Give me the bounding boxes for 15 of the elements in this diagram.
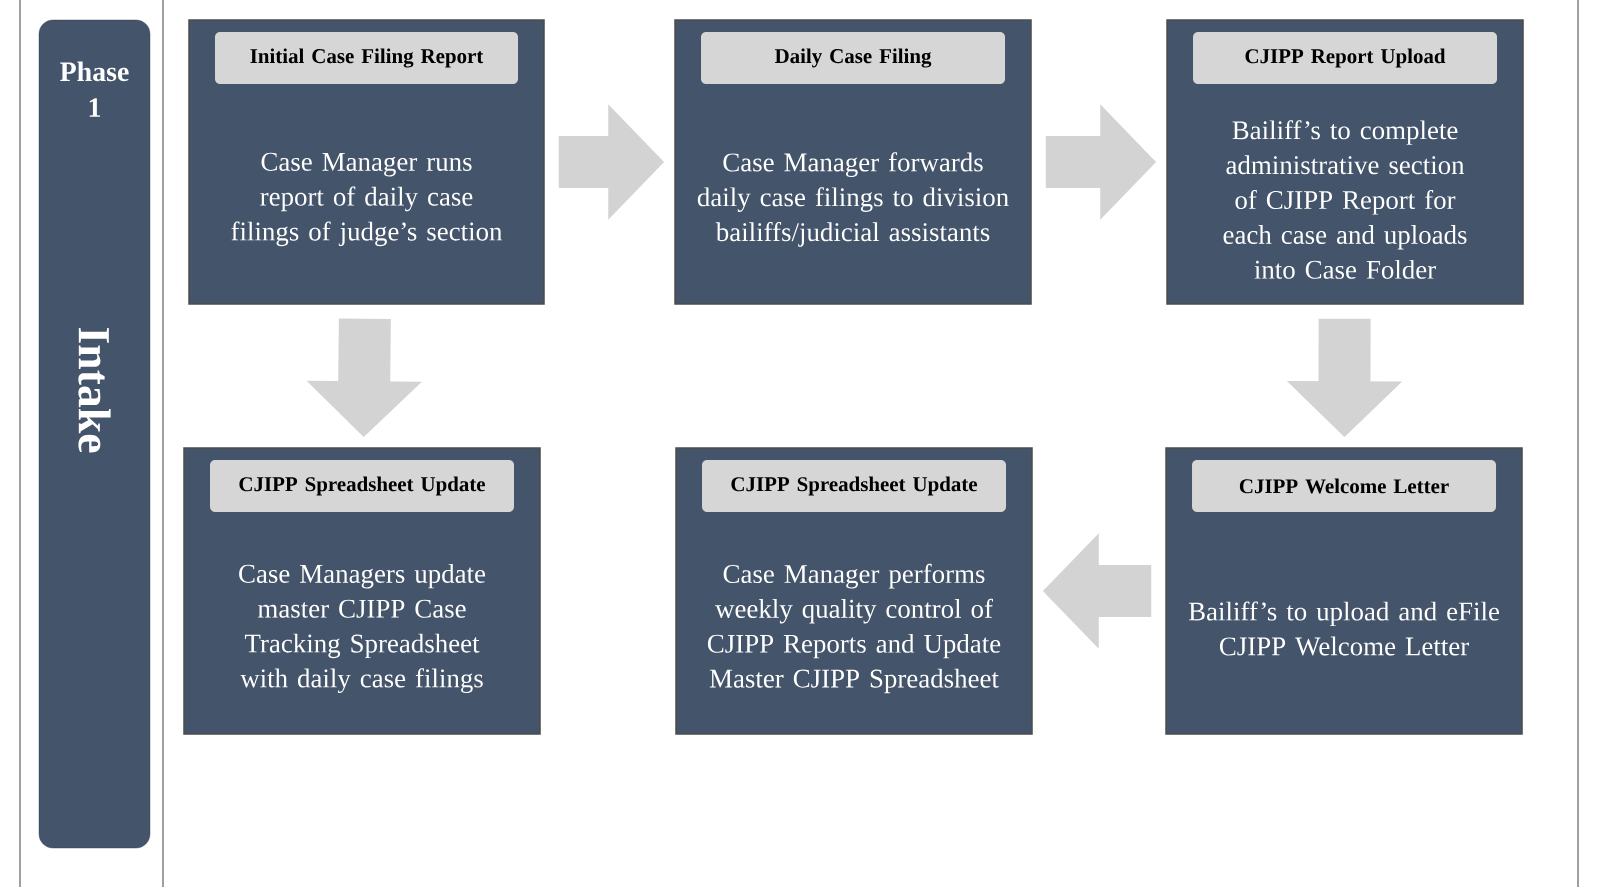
header-tab: Initial Case Filing Report xyxy=(215,32,518,84)
body-text: Case Manager forwards daily case filings to division bailiffs/judicial assistants xyxy=(697,152,1009,247)
header-tab: CJIPP Spreadsheet Update xyxy=(702,460,1006,512)
header-tab: CJIPP Welcome Letter xyxy=(1192,460,1496,512)
body-text: Case Manager runs report of daily case filings of judge’s section xyxy=(231,152,503,247)
header-tab: CJIPP Spreadsheet Update xyxy=(210,460,514,512)
body-text: Bailiff’s to complete administrative section of CJIPP Report for each case and uploads into Case Folder xyxy=(1223,120,1467,279)
header-tab: Daily Case Filing xyxy=(701,32,1005,84)
body-text: Bailiff’s to upload and eFile CJIPP Welcome Letter xyxy=(1188,601,1499,656)
phase-band xyxy=(38,19,151,849)
body-text: Case Manager performs weekly quality control of CJIPP Reports and Update Master CJIPP Spreadsheet xyxy=(707,563,1001,694)
body-text: Case Managers update master CJIPP Case Tracking Spreadsheet with daily case filings xyxy=(239,563,486,694)
phase-label: Phase 1 xyxy=(60,61,129,117)
stage-label: Intake xyxy=(78,327,111,453)
header-tab: CJIPP Report Upload xyxy=(1193,32,1497,84)
